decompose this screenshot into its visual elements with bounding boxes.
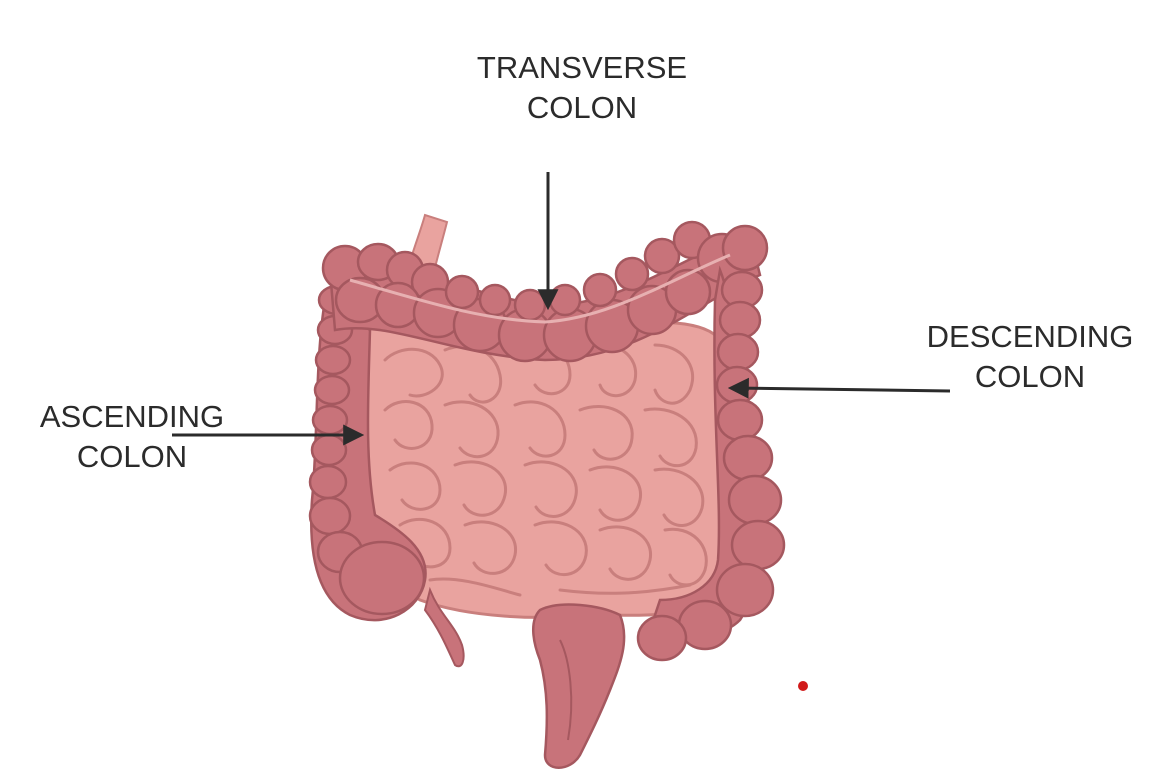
transverse-colon-label: TRANSVERSE COLON bbox=[432, 48, 732, 128]
descending-colon-label: DESCENDING COLON bbox=[905, 317, 1155, 397]
ascending-colon-label: ASCENDING COLON bbox=[22, 397, 242, 477]
marker-dot bbox=[798, 681, 808, 691]
descending-colon-label-line2: COLON bbox=[905, 357, 1155, 397]
descending-colon-label-line1: DESCENDING bbox=[905, 317, 1155, 357]
rectum bbox=[533, 605, 624, 768]
ascending-colon-label-line1: ASCENDING bbox=[22, 397, 242, 437]
transverse-colon-label-line2: COLON bbox=[432, 88, 732, 128]
ascending-colon-label-line2: COLON bbox=[22, 437, 242, 477]
transverse-colon-label-line1: TRANSVERSE bbox=[432, 48, 732, 88]
